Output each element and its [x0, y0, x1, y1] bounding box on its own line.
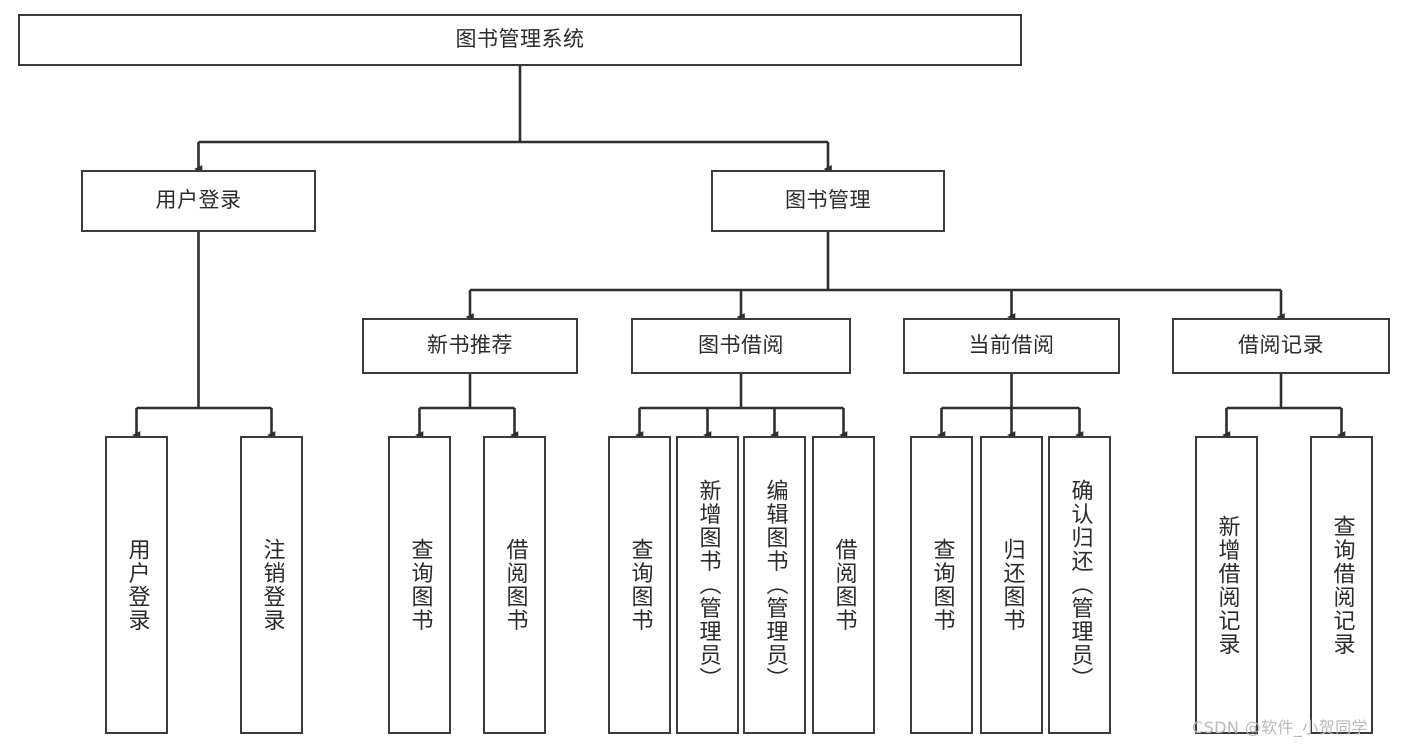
node-label: 图书借阅: [698, 333, 784, 358]
node-label: 图书管理: [785, 188, 871, 213]
node-user-login[interactable]: 用户登录: [81, 170, 316, 232]
node-label: 当前借阅: [968, 333, 1055, 358]
node-leaf-borrow-book-new[interactable]: 借阅图书: [483, 436, 546, 734]
node-label: 新增借阅记录: [1214, 514, 1240, 656]
node-label: 借阅图书: [502, 538, 528, 632]
node-leaf-add-book-admin[interactable]: 新增图书（管理员）: [676, 436, 739, 734]
node-book-management[interactable]: 图书管理: [711, 170, 945, 232]
watermark-text: CSDN @软件_小贺同学: [1192, 718, 1368, 737]
node-label: 借阅图书: [831, 538, 857, 632]
node-label: 注销登录: [259, 538, 285, 632]
node-leaf-return-book[interactable]: 归还图书: [980, 436, 1043, 734]
node-label: 编辑图书（管理员）: [762, 479, 788, 691]
node-label: 新书推荐: [427, 333, 513, 358]
node-new-book-recommend[interactable]: 新书推荐: [362, 318, 578, 374]
node-label: 查询借阅记录: [1329, 514, 1355, 656]
node-leaf-query-borrow-record[interactable]: 查询借阅记录: [1310, 436, 1373, 734]
node-label: 查询图书: [627, 538, 653, 632]
node-borrow-records[interactable]: 借阅记录: [1172, 318, 1390, 374]
node-leaf-lend-book[interactable]: 借阅图书: [812, 436, 875, 734]
node-label: 借阅记录: [1238, 333, 1324, 358]
node-label: 图书管理系统: [455, 27, 585, 52]
node-leaf-query-book-current[interactable]: 查询图书: [910, 436, 973, 734]
node-leaf-add-borrow-record[interactable]: 新增借阅记录: [1195, 436, 1258, 734]
node-leaf-logout[interactable]: 注销登录: [240, 436, 303, 734]
node-label: 用户登录: [155, 188, 242, 213]
node-label: 归还图书: [999, 538, 1025, 632]
node-leaf-query-book-new[interactable]: 查询图书: [388, 436, 451, 734]
node-label: 用户登录: [124, 538, 150, 632]
node-root[interactable]: 图书管理系统: [18, 14, 1022, 66]
node-label: 查询图书: [929, 538, 955, 632]
node-label: 确认归还（管理员）: [1067, 479, 1093, 691]
node-leaf-query-book[interactable]: 查询图书: [608, 436, 671, 734]
node-current-borrow[interactable]: 当前借阅: [903, 318, 1120, 374]
node-book-borrow[interactable]: 图书借阅: [631, 318, 851, 374]
node-leaf-edit-book-admin[interactable]: 编辑图书（管理员）: [743, 436, 806, 734]
node-label: 查询图书: [407, 538, 433, 632]
node-leaf-user-login[interactable]: 用户登录: [105, 436, 168, 734]
node-label: 新增图书（管理员）: [695, 479, 721, 691]
node-leaf-confirm-return-admin[interactable]: 确认归还（管理员）: [1048, 436, 1111, 734]
